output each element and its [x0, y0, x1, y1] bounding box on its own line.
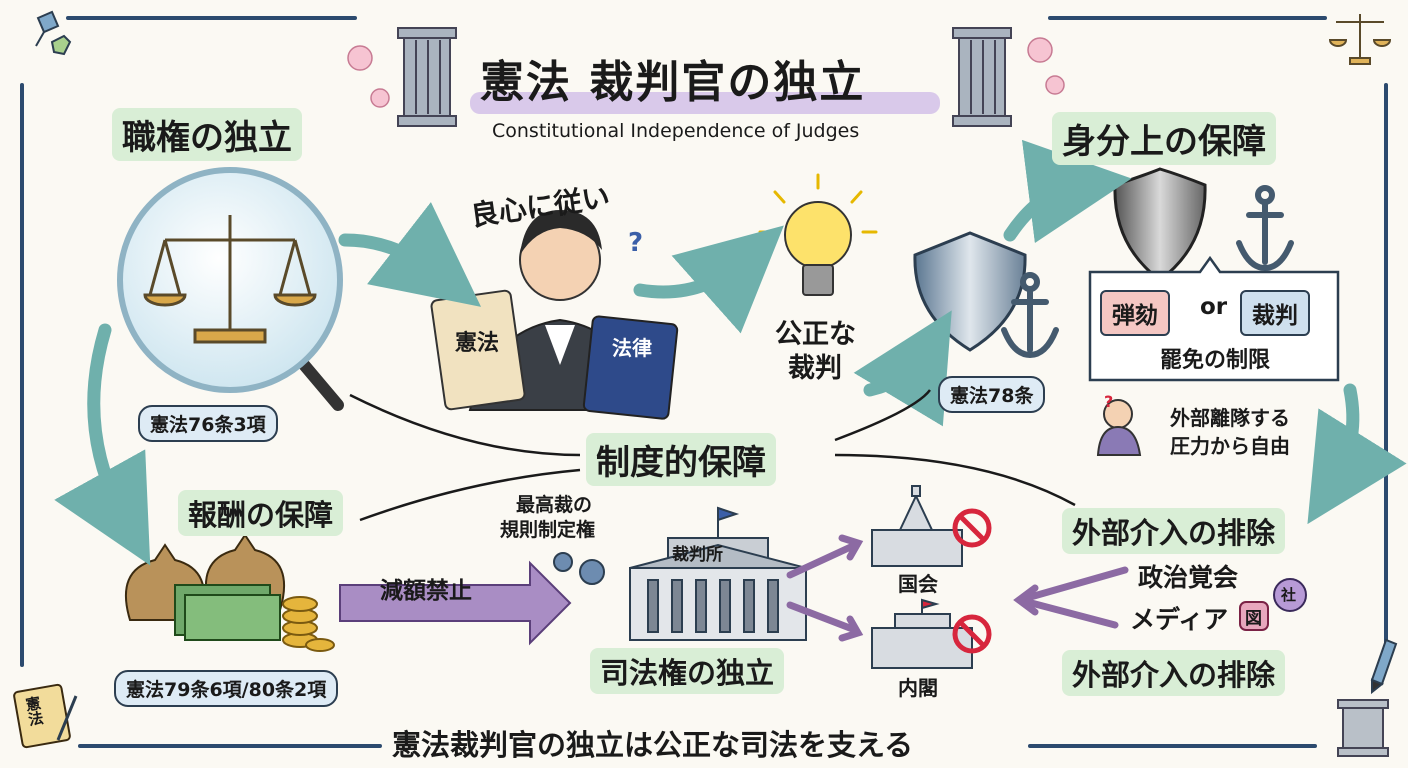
ref-art79-80: 憲法79条6項/80条2項	[114, 670, 339, 707]
court-building-icon	[629, 506, 807, 641]
heading-external-top: 外部介入の排除	[1062, 508, 1286, 554]
shield-icon	[913, 231, 1027, 352]
stamp-label: 図	[1245, 609, 1262, 629]
person-question: ?	[1104, 392, 1114, 411]
light-bulb-icon	[758, 173, 878, 296]
heading-pay-guarantee: 報酬の保障	[178, 490, 344, 536]
stamp-icon	[1239, 601, 1269, 631]
scale-icon-small	[1328, 14, 1392, 65]
court-arrows	[786, 534, 864, 642]
page-subtitle: Constitutional Independence of Judges	[492, 120, 860, 142]
constitution-book-icon	[13, 683, 71, 749]
media-label: メディア	[1130, 605, 1229, 634]
page-title: 憲法 裁判官の独立	[480, 57, 866, 108]
diet-label: 国会	[898, 572, 938, 596]
pillar-icon	[397, 27, 457, 127]
prohibit-icon	[952, 614, 992, 654]
badge-label: 社	[1281, 586, 1297, 604]
cabinet-building-icon	[871, 598, 973, 669]
no-cut-label: 減額禁止	[380, 578, 472, 604]
gear-icon	[553, 552, 605, 585]
external-arrows	[1013, 566, 1129, 629]
no-cut-arrow	[339, 560, 572, 646]
trial-label: 裁判	[1240, 290, 1310, 336]
removal-limit-label: 罷免の制限	[1160, 348, 1271, 373]
pencil-icon	[1370, 638, 1398, 695]
diet-building-icon	[871, 485, 963, 567]
heading-status-guarantee: 身分上の保障	[1052, 112, 1276, 165]
person-icon	[1096, 399, 1142, 456]
fair-trial-line1: 公正な	[775, 319, 856, 350]
or-label: or	[1200, 294, 1228, 320]
ref-art78: 憲法78条	[938, 376, 1046, 413]
footer-caption: 憲法裁判官の独立は公正な司法を支える	[392, 728, 914, 762]
anchor-icon	[1001, 272, 1059, 359]
flow-arrows	[54, 139, 1407, 566]
ink-pen-icon	[35, 10, 72, 56]
rule-making-line1: 最高裁の	[516, 494, 593, 516]
fair-trial-line2: 裁判	[788, 353, 842, 384]
frame	[20, 16, 1388, 748]
heading-external-bottom: 外部介入の排除	[1062, 650, 1286, 696]
book-law-label: 法律	[612, 336, 652, 360]
magnifier-icon	[117, 167, 344, 411]
title-band	[470, 92, 940, 114]
company-badge	[1273, 578, 1307, 612]
pillar-icon	[952, 27, 1012, 127]
court-sign: 裁判所	[672, 545, 723, 565]
judge-figure	[430, 210, 679, 420]
free-pressure-line2: 圧力から自由	[1170, 434, 1290, 458]
ref-art76: 憲法76条3項	[138, 405, 278, 442]
pen-icon	[56, 695, 78, 741]
free-pressure-line1: 外部離隊する	[1170, 406, 1290, 430]
book-constitution-label: 憲法	[455, 331, 500, 356]
heading-judicial-independence: 司法権の独立	[590, 648, 785, 694]
shield-icon-gray	[1113, 167, 1207, 282]
pillar-icon-small	[1337, 699, 1389, 757]
rule-making-line2: 規則制定権	[500, 519, 596, 541]
anchor-icon	[1236, 185, 1294, 272]
impeachment-label: 弾劾	[1100, 290, 1170, 336]
political-parties-label: 政治覚会	[1138, 563, 1239, 592]
money-icon	[124, 533, 335, 652]
question-mark: ?	[628, 228, 644, 258]
cabinet-label: 内閣	[898, 676, 938, 700]
heading-institutional-guarantee: 制度的保障	[586, 433, 776, 486]
removal-box	[1088, 255, 1340, 382]
connection-curves	[349, 389, 1076, 522]
prohibit-icon	[952, 508, 992, 548]
heading-duty-independence: 職権の独立	[112, 108, 302, 161]
sakura-icon	[347, 37, 1065, 108]
